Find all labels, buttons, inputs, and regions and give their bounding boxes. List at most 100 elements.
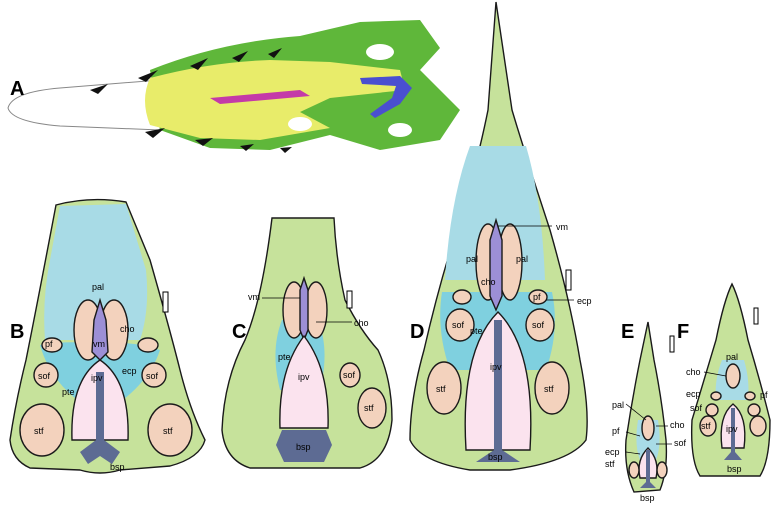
f-pf-right (744, 391, 756, 401)
d-label-vm: vm (556, 222, 568, 232)
panel-c-diagram: vm cho pte ipv sof stf bsp C (221, 217, 393, 469)
b-label-ecp: ecp (122, 366, 137, 376)
f-stf-right (749, 415, 767, 437)
c-interpterygoid-vacuity (279, 334, 329, 429)
f-choana (725, 363, 741, 389)
f-label-ipv: ipv (726, 424, 738, 434)
d-scale-bar (565, 269, 572, 291)
d-label-pal-right: pal (516, 254, 528, 264)
f-label-pal: pal (726, 352, 738, 362)
e-label-pf: pf (612, 426, 620, 436)
rendered-vomer-magenta (210, 90, 310, 104)
f-label-cho: cho (686, 367, 701, 377)
f-label-pf: pf (760, 390, 768, 400)
b-stf-right (147, 403, 193, 457)
e-scale-bar (669, 335, 675, 353)
panel-e-diagram: pal pf cho sof ecp stf bsp E (605, 321, 687, 503)
d-label-ecp: ecp (577, 296, 592, 306)
panel-e-label: E (621, 321, 634, 343)
panel-d-label: D (410, 321, 424, 343)
b-label-sof-left: sof (38, 371, 51, 381)
c-stf-right (357, 387, 387, 429)
d-basisphenoid (476, 320, 520, 462)
c-label-stf: stf (364, 403, 374, 413)
d-label-pal-left: pal (466, 254, 478, 264)
d-sof-right (525, 308, 555, 342)
f-pf-left (710, 391, 722, 401)
panel-b-label: B (10, 321, 24, 343)
rendered-teeth (90, 48, 292, 153)
f-label-sof: sof (690, 403, 703, 413)
c-basisphenoid (276, 430, 332, 462)
rendered-fenestra-1 (288, 117, 312, 131)
b-stf-left (19, 403, 65, 457)
f-label-bsp: bsp (727, 464, 742, 474)
e-label-stf: stf (605, 459, 615, 469)
c-label-vm: vm (248, 292, 260, 302)
d-label-cho: cho (481, 277, 496, 287)
rendered-basisphenoid-blue (360, 76, 412, 118)
f-label-stf: stf (701, 421, 711, 431)
b-scale-bar (162, 291, 169, 313)
e-label-pal: pal (612, 400, 624, 410)
e-basisphenoid (640, 450, 656, 488)
d-stf-left (426, 361, 462, 415)
d-label-pf: pf (533, 292, 541, 302)
f-basisphenoid (724, 408, 742, 460)
panel-f-label: F (677, 321, 689, 343)
snout-outline (7, 79, 161, 131)
f-sof-right (747, 403, 761, 417)
e-leader-pf (625, 431, 641, 437)
c-label-bsp: bsp (296, 442, 311, 452)
b-label-pte: pte (62, 387, 75, 397)
b-label-cho: cho (120, 324, 135, 334)
rendered-fenestra-3 (388, 123, 412, 137)
c-scale-bar (346, 290, 353, 309)
panel-a-rendering: A (7, 20, 460, 153)
b-pf-left (41, 337, 63, 353)
f-sof-left (705, 403, 719, 417)
d-label-pte: pte (470, 326, 483, 336)
f-scale-bar (753, 307, 759, 325)
e-label-cho: cho (670, 420, 685, 430)
c-sof-right (339, 362, 361, 388)
b-label-ipv: ipv (91, 373, 103, 383)
c-label-pte: pte (278, 352, 291, 362)
b-label-sof-right: sof (146, 371, 159, 381)
panel-f-diagram: pal cho ecp pf sof stf ipv bsp F (677, 282, 771, 477)
e-label-sof: sof (674, 438, 687, 448)
d-sof-left (445, 308, 475, 342)
b-label-pal: pal (92, 282, 104, 292)
f-leader-cho (703, 371, 727, 377)
b-basisphenoid (80, 372, 120, 464)
d-label-sof-right: sof (532, 320, 545, 330)
f-label-ecp: ecp (686, 389, 701, 399)
e-stf-left (628, 461, 640, 479)
panel-a-label: A (10, 78, 24, 100)
d-pf-left (452, 289, 472, 305)
c-label-cho: cho (354, 318, 369, 328)
d-vomer (489, 217, 503, 312)
b-label-vm: vm (93, 339, 105, 349)
d-pf-right (528, 289, 548, 305)
e-label-bsp: bsp (640, 493, 655, 503)
b-sof-left (33, 362, 59, 388)
d-label-stf-right: stf (544, 384, 554, 394)
e-leader-ecp (625, 451, 641, 455)
c-label-ipv: ipv (298, 372, 310, 382)
e-stf-right (656, 461, 668, 479)
rendered-fenestra-2 (366, 44, 394, 60)
e-label-ecp: ecp (605, 447, 620, 457)
b-label-stf-left: stf (34, 426, 44, 436)
d-label-ipv: ipv (490, 362, 502, 372)
panel-c-label: C (232, 321, 246, 343)
d-stf-right (534, 361, 570, 415)
b-label-stf-right: stf (163, 426, 173, 436)
d-label-stf-left: stf (436, 384, 446, 394)
b-pf-right (137, 337, 159, 353)
e-choana (641, 415, 655, 441)
b-sof-right (141, 362, 167, 388)
e-leader-pal (625, 403, 647, 421)
d-label-bsp: bsp (488, 452, 503, 462)
